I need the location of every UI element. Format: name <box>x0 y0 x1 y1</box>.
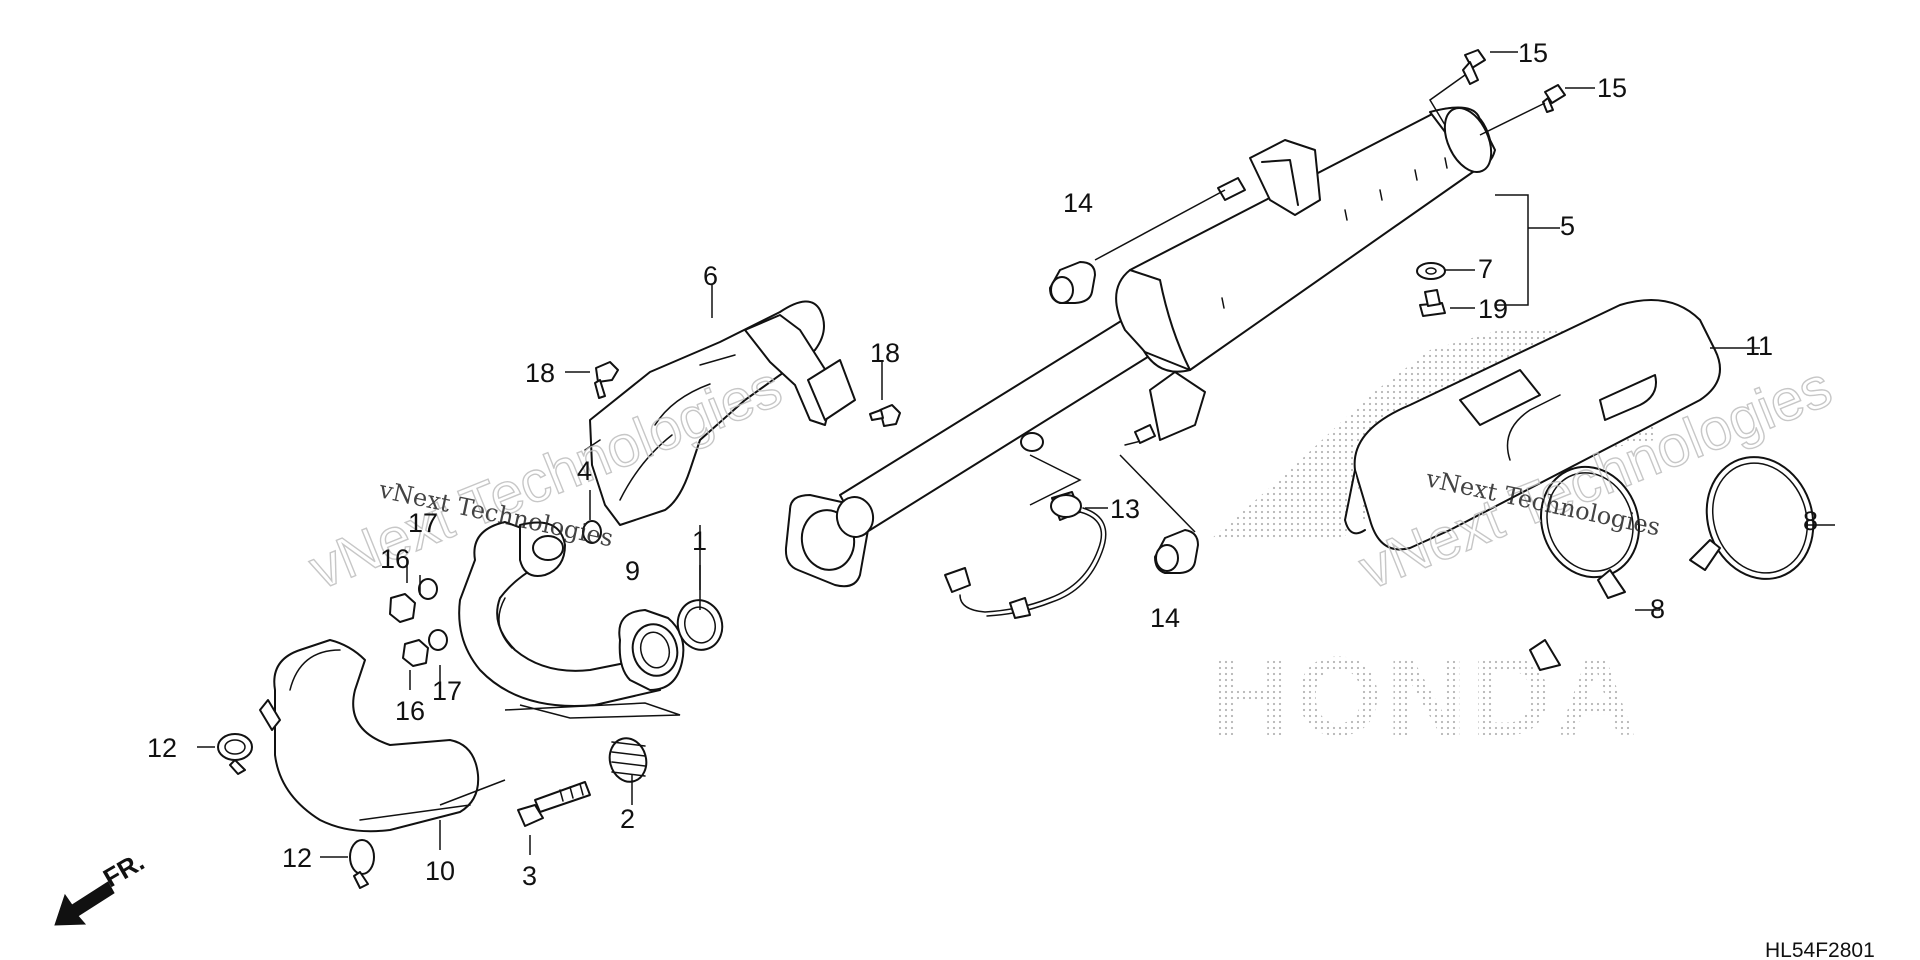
leader-lines <box>197 51 1835 858</box>
callout-label: 10 <box>425 856 455 886</box>
small-fastener-parts <box>1416 49 1566 317</box>
callout-numbers: 1 2 3 4 5 6 7 8 8 9 10 11 12 12 13 14 14… <box>147 38 1818 891</box>
joint-gasket-spring-parts <box>608 599 724 783</box>
callout-label: 9 <box>625 556 640 586</box>
nut-washer-bolt-parts <box>389 361 901 667</box>
callout-label: 4 <box>577 456 592 486</box>
callout-label: 2 <box>620 804 635 834</box>
exhaust-pipe-part <box>458 521 661 707</box>
flange-bolt-part <box>517 781 591 827</box>
drawing-code: HL54F2801 <box>1765 939 1875 960</box>
muffler-assembly <box>784 106 1496 588</box>
callout-label: 8 <box>1650 594 1665 624</box>
rubber-mount-parts <box>1049 261 1199 574</box>
clamp-band-parts <box>1529 456 1815 671</box>
callout-label: 18 <box>525 358 555 388</box>
callout-label: 8 <box>1803 506 1818 536</box>
callout-label: 15 <box>1597 73 1627 103</box>
callout-label: 17 <box>408 508 438 538</box>
callout-label: 14 <box>1150 603 1180 633</box>
callout-label: 11 <box>1745 331 1773 361</box>
small-clamp-parts <box>217 733 375 889</box>
callout-label: 14 <box>1063 188 1093 218</box>
muffler-heat-shield-part <box>1344 299 1721 551</box>
callout-label: 12 <box>282 843 312 873</box>
front-direction-arrow: FR. <box>54 846 149 926</box>
callout-label: 13 <box>1110 494 1140 524</box>
callout-label: 5 <box>1560 211 1575 241</box>
exhaust-pipe-heat-shield-part <box>584 300 856 526</box>
callout-label: 15 <box>1518 38 1548 68</box>
exhaust-pipe-cover-part <box>259 639 480 833</box>
oxygen-sensor-part <box>944 491 1107 619</box>
callout-label: 3 <box>522 861 537 891</box>
callout-label: 12 <box>147 733 177 763</box>
callout-label: 7 <box>1478 254 1493 284</box>
callout-label: 17 <box>432 676 462 706</box>
honda-logo-text: HONDA <box>1210 634 1641 759</box>
callout-label: 1 <box>692 526 707 556</box>
callout-label: 19 <box>1478 294 1508 324</box>
callout-label: 6 <box>703 261 718 291</box>
callout-label: 16 <box>395 696 425 726</box>
callout-label: 18 <box>870 338 900 368</box>
callout-label: 16 <box>380 544 410 574</box>
